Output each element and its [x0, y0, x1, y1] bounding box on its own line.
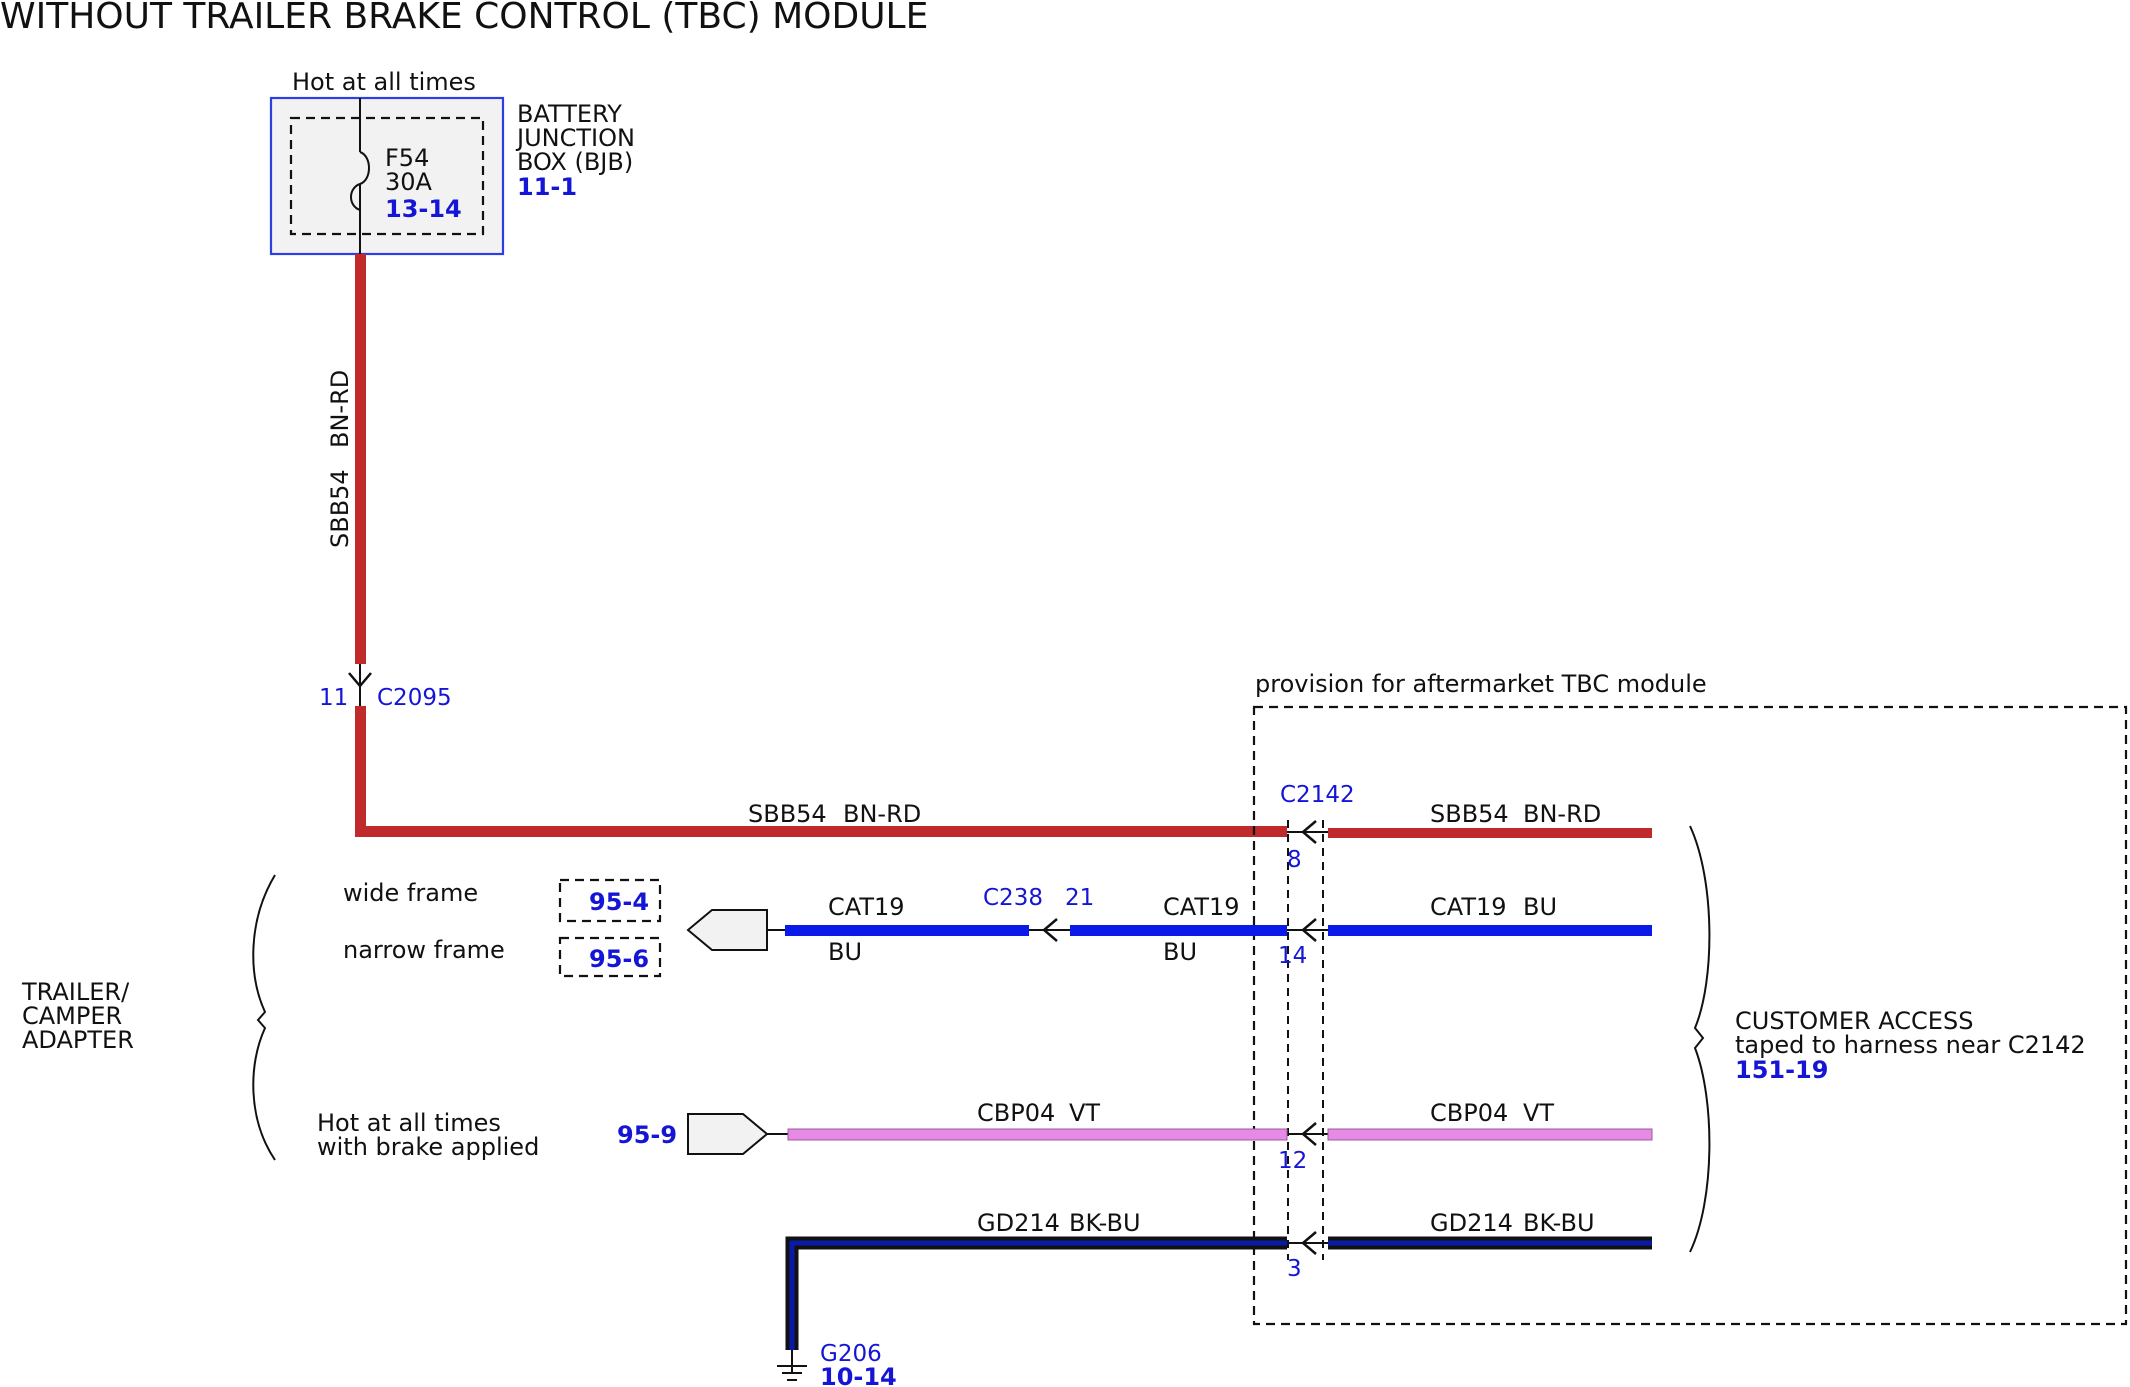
c2142-pin8-chevron-icon	[1301, 820, 1317, 844]
wire-cbp04-left	[787, 1128, 1288, 1141]
wire-color-label: BN-RD	[326, 370, 354, 448]
bjb-outline	[269, 96, 505, 256]
bjb-name-line-2: JUNCTION	[515, 124, 635, 152]
wire-gd214-right-circuit: GD214	[1430, 1209, 1513, 1237]
brake-label-line-1: Hot at all times	[317, 1109, 501, 1137]
c2142-pin12-chevron-icon	[1301, 1122, 1317, 1146]
battery-junction-box: Hot at all times F54 30A 13-14 BATTERY J…	[269, 68, 635, 256]
wide-frame-ref-link[interactable]: 95-4	[589, 888, 649, 916]
wire-cat19-far-circuit: CAT19	[828, 893, 905, 921]
wire-cbp04-right	[1327, 1128, 1653, 1141]
connector-c2095: 11 C2095	[319, 664, 452, 711]
c238-chevron-icon	[1042, 918, 1058, 942]
wire-sbb54-right-color: BN-RD	[1523, 800, 1601, 828]
wire-cat19-right	[1328, 925, 1652, 936]
trailer-camper-adapter: TRAILER/ CAMPER ADAPTER wide frame 95-4 …	[21, 874, 677, 1161]
trailer-adapter-line-1: TRAILER/	[21, 978, 130, 1006]
wire-row-sbb54: SBB54 BN-RD SBB54 BN-RD 8	[748, 800, 1652, 873]
wire-gd214-left-inner	[789, 1240, 1287, 1350]
c2142-pin-8: 8	[1287, 847, 1302, 873]
c2142-pin-14: 14	[1278, 943, 1307, 969]
fuse-rating: 30A	[385, 168, 433, 196]
wire-cbp04-left-circuit: CBP04	[977, 1099, 1055, 1127]
wire-gd214-right-color: BK-BU	[1523, 1209, 1595, 1237]
customer-access: CUSTOMER ACCESS taped to harness near C2…	[1689, 825, 2086, 1253]
aftermarket-provision: provision for aftermarket TBC module	[1252, 670, 2128, 1326]
customer-access-brace	[1689, 825, 1711, 1253]
wire-circuit-label: SBB54	[326, 469, 354, 548]
wire-cat19-mid-color: BU	[1163, 938, 1197, 966]
wire-cbp04-right-circuit: CBP04	[1430, 1099, 1508, 1127]
wire-sbb54-right	[1328, 828, 1652, 838]
wire-sbb54-right-circuit: SBB54	[1430, 800, 1509, 828]
wire-sbb54-vertical-top	[355, 254, 366, 664]
c2142-name: C2142	[1280, 782, 1355, 808]
fuse-ref-link[interactable]: 13-14	[385, 195, 462, 223]
c238-name: C238	[983, 885, 1043, 911]
c2142-pin-3: 3	[1287, 1256, 1302, 1282]
wire-gd214-left-circuit: GD214	[977, 1209, 1060, 1237]
ground-g206: G206 10-14	[777, 1341, 897, 1387]
wire-cat19-far	[785, 925, 1029, 936]
aftermarket-dashed-box	[1252, 705, 2128, 1326]
connector-c2142: C2142	[1280, 782, 1355, 1260]
wire-gd214-left-color: BK-BU	[1069, 1209, 1141, 1237]
trailer-adapter-line-3: ADAPTER	[22, 1026, 134, 1054]
brake-ref-link[interactable]: 95-9	[617, 1121, 677, 1149]
ground-name: G206	[820, 1341, 882, 1367]
bjb-hot-label: Hot at all times	[292, 68, 476, 96]
narrow-frame-ref-box	[558, 936, 662, 978]
diagram-title: WITHOUT TRAILER BRAKE CONTROL (TBC) MODU…	[0, 0, 928, 37]
wire-row-gd214: GD214 BK-BU GD214 BK-BU 3	[785, 1209, 1652, 1350]
trailer-connector-cbp04-icon	[687, 1113, 769, 1155]
trailer-connector-cat19-icon	[686, 909, 768, 951]
wire-cbp04-left-color: VT	[1069, 1099, 1100, 1127]
c2095-name: C2095	[377, 685, 452, 711]
trailer-adapter-brace	[252, 874, 276, 1161]
c2095-chevron-icon	[348, 672, 372, 688]
c238-pin: 21	[1065, 885, 1094, 911]
wire-cat19-mid-circuit: CAT19	[1163, 893, 1240, 921]
bjb-name-line-3: BOX (BJB)	[517, 148, 633, 176]
wire-row-cat19: CAT19 BU C238 21 CAT19 BU CAT19 BU 14	[686, 885, 1652, 969]
wide-frame-ref-box	[558, 878, 662, 923]
fuse-name: F54	[385, 144, 429, 172]
c2142-pin3-chevron-icon	[1301, 1231, 1317, 1255]
wire-sbb54-vertical-bottom	[355, 706, 366, 836]
wire-cat19-far-color: BU	[828, 938, 862, 966]
c2095-pin: 11	[319, 685, 348, 711]
wire-cat19-mid	[1070, 925, 1287, 936]
trailer-adapter-line-2: CAMPER	[22, 1002, 122, 1030]
ground-ref-link[interactable]: 10-14	[820, 1363, 897, 1387]
customer-access-line-2: taped to harness near C2142	[1735, 1031, 2086, 1059]
wide-frame-label: wide frame	[343, 879, 478, 907]
c2142-pin14-chevron-icon	[1301, 918, 1317, 942]
bjb-name-line-1: BATTERY	[517, 100, 622, 128]
wire-cbp04-right-color: VT	[1523, 1099, 1554, 1127]
wire-row-cbp04: CBP04 VT CBP04 VT 12	[687, 1099, 1653, 1174]
c2142-pin-12: 12	[1278, 1148, 1307, 1174]
customer-access-ref-link[interactable]: 151-19	[1735, 1056, 1828, 1084]
wire-sbb54-vertical: SBB54 BN-RD	[326, 254, 1287, 837]
wire-sbb54-left-color: BN-RD	[843, 800, 921, 828]
narrow-frame-ref-link[interactable]: 95-6	[589, 945, 649, 973]
narrow-frame-label: narrow frame	[343, 936, 505, 964]
aftermarket-label: provision for aftermarket TBC module	[1255, 670, 1707, 698]
wire-cat19-right-color: BU	[1523, 893, 1557, 921]
bjb-inner-dashed-box	[289, 116, 485, 236]
wire-sbb54-horizontal	[355, 826, 1287, 837]
wire-cat19-right-circuit: CAT19	[1430, 893, 1507, 921]
brake-label-line-2: with brake applied	[317, 1133, 539, 1161]
wire-gd214-left-outer	[785, 1236, 1287, 1350]
bjb-ref-link[interactable]: 11-1	[517, 173, 577, 201]
wire-sbb54-left-circuit: SBB54	[748, 800, 827, 828]
customer-access-line-1: CUSTOMER ACCESS	[1735, 1007, 1973, 1035]
